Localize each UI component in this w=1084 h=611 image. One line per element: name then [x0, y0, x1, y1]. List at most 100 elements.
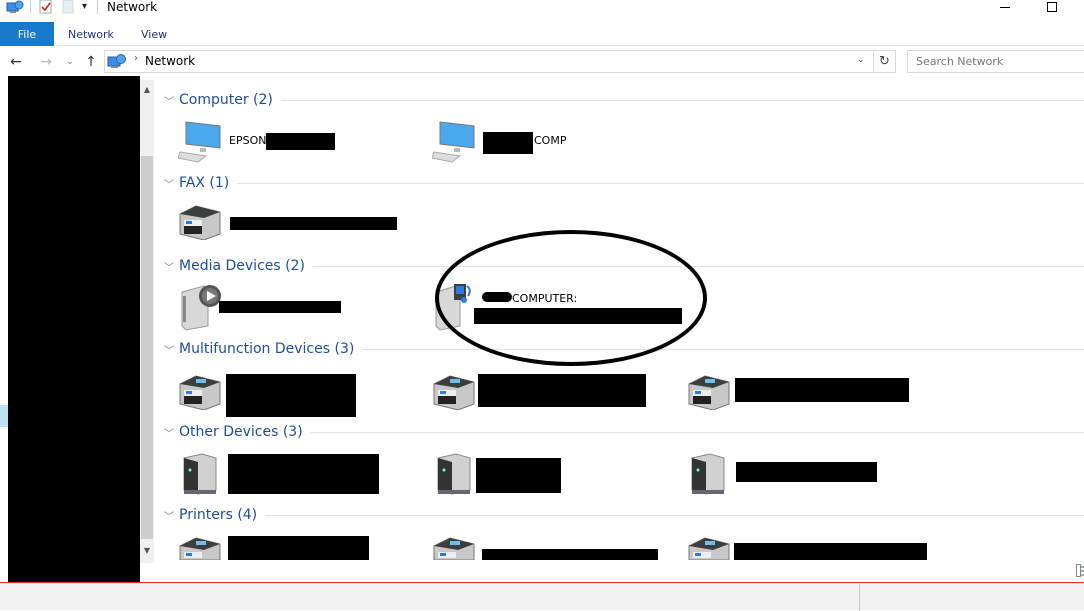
device-tower-icon — [690, 452, 738, 500]
group-divider — [310, 431, 1084, 433]
collapse-chevron-icon[interactable]: ﹀ — [164, 96, 174, 108]
collapse-chevron-icon[interactable]: ﹀ — [164, 179, 174, 191]
device-tower-icon — [436, 452, 484, 500]
breadcrumb-separator[interactable]: › — [134, 53, 138, 64]
network-item-computer[interactable]: COMP — [431, 120, 632, 170]
group-header-printers[interactable]: ﹀ Printers (4) — [160, 505, 1084, 525]
redaction-block — [734, 543, 927, 560]
toolbar-separator — [97, 0, 98, 14]
navigation-bar: ← → ⌄ ↑ › Network ⌄ ↻ — [0, 48, 1084, 76]
group-header-multifunction-devices[interactable]: ﹀ Multifunction Devices (3) — [160, 339, 1084, 359]
customize-dropdown-icon[interactable]: ▾ — [82, 1, 88, 12]
navigation-pane-redacted — [8, 76, 140, 599]
content-area: ﹀ Computer (2) EPSON COMP ﹀ FAX (1) ﹀ Me… — [160, 80, 1084, 560]
redaction-block — [483, 132, 533, 154]
toolbar-separator — [30, 0, 31, 14]
collapse-chevron-icon[interactable]: ﹀ — [164, 345, 174, 357]
redaction-block — [230, 217, 397, 230]
details-view-icon[interactable] — [1076, 564, 1084, 578]
device-tower-icon — [182, 452, 230, 500]
redaction-block — [226, 374, 356, 417]
tab-file[interactable]: File — [0, 22, 54, 46]
refresh-button[interactable]: ↻ — [874, 50, 896, 73]
tab-network[interactable]: Network — [68, 27, 114, 41]
network-item-other-device[interactable] — [690, 452, 890, 502]
tab-view[interactable]: View — [141, 27, 168, 41]
group-title: FAX (1) — [179, 175, 230, 191]
properties-checkmark-icon[interactable] — [39, 0, 53, 17]
group-divider — [312, 265, 1084, 267]
multifunction-printer-icon — [687, 374, 735, 422]
item-label: EPSON — [229, 134, 267, 147]
redaction-block — [474, 308, 682, 324]
network-item-printer[interactable] — [687, 536, 947, 560]
item-label: COMP — [534, 134, 567, 147]
network-item-printer[interactable] — [178, 536, 398, 560]
redaction-block — [219, 301, 341, 313]
network-item-multifunction[interactable] — [432, 374, 672, 424]
scroll-down-icon[interactable]: ▼ — [143, 545, 151, 555]
redaction-block — [476, 458, 561, 493]
multifunction-printer-icon — [432, 374, 480, 422]
network-item-computer[interactable]: EPSON — [177, 120, 378, 170]
redaction-block — [478, 374, 646, 407]
network-item-other-device[interactable] — [436, 452, 636, 502]
redaction-block — [228, 536, 369, 560]
network-item-printer[interactable] — [432, 536, 672, 560]
address-dropdown-icon[interactable]: ⌄ — [857, 55, 865, 65]
computer-icon — [177, 120, 226, 168]
group-title: Computer (2) — [179, 92, 273, 108]
network-item-other-device[interactable] — [182, 452, 402, 502]
status-bar — [0, 583, 1084, 611]
collapse-chevron-icon[interactable]: ﹀ — [164, 511, 174, 523]
redaction-block — [266, 133, 335, 150]
group-title: Media Devices (2) — [179, 258, 305, 274]
printer-icon — [178, 536, 226, 560]
address-bar[interactable]: › Network ⌄ — [104, 50, 874, 73]
up-button[interactable]: ↑ — [85, 54, 97, 70]
search-input[interactable] — [907, 50, 1084, 73]
maximize-button[interactable] — [1029, 0, 1075, 14]
collapse-chevron-icon[interactable]: ﹀ — [164, 262, 174, 274]
group-header-media-devices[interactable]: ﹀ Media Devices (2) — [160, 256, 1084, 276]
title-bar: ▾ Network — [0, 0, 1084, 20]
network-item-fax[interactable] — [178, 204, 438, 254]
network-location-icon — [107, 53, 127, 72]
group-title: Printers (4) — [179, 507, 258, 523]
network-item-multifunction[interactable] — [687, 374, 927, 424]
scroll-up-icon[interactable]: ▲ — [143, 84, 151, 94]
new-folder-icon[interactable] — [62, 0, 74, 17]
redaction-block — [228, 454, 379, 494]
group-title: Other Devices (3) — [179, 424, 303, 440]
group-header-computer[interactable]: ﹀ Computer (2) — [160, 90, 1084, 110]
fax-printer-icon — [178, 204, 226, 252]
network-item-media-device-circled[interactable]: COMPUTER: — [434, 284, 694, 334]
ribbon-tabs: File Network View — [0, 22, 1084, 46]
back-button[interactable]: ← — [10, 54, 22, 70]
minimize-icon — [1000, 6, 1010, 8]
breadcrumb-network[interactable]: Network — [145, 54, 196, 68]
status-divider — [859, 584, 860, 611]
network-icon[interactable] — [6, 0, 24, 17]
forward-button[interactable]: → — [40, 54, 52, 70]
collapse-chevron-icon[interactable]: ﹀ — [164, 428, 174, 440]
recent-locations-button[interactable]: ⌄ — [66, 57, 74, 67]
computer-icon — [431, 120, 480, 168]
window-bottom-border — [0, 582, 1084, 583]
group-divider — [237, 182, 1084, 184]
network-item-multifunction[interactable] — [178, 374, 398, 424]
group-divider — [265, 514, 1084, 516]
group-header-other-devices[interactable]: ﹀ Other Devices (3) — [160, 422, 1084, 442]
scrollbar-thumb[interactable] — [141, 156, 153, 539]
vertical-scrollbar[interactable]: ▲ ▼ — [140, 80, 154, 563]
minimize-button[interactable] — [982, 0, 1028, 14]
navigation-pane-selection — [0, 405, 8, 427]
redaction-block — [482, 549, 658, 560]
window-title: Network — [107, 0, 158, 14]
network-item-media-device[interactable] — [178, 284, 378, 334]
group-header-fax[interactable]: ﹀ FAX (1) — [160, 173, 1084, 193]
group-title: Multifunction Devices (3) — [179, 341, 355, 357]
redaction-block — [482, 292, 512, 302]
multifunction-printer-icon — [178, 374, 226, 422]
printer-icon — [432, 536, 480, 560]
